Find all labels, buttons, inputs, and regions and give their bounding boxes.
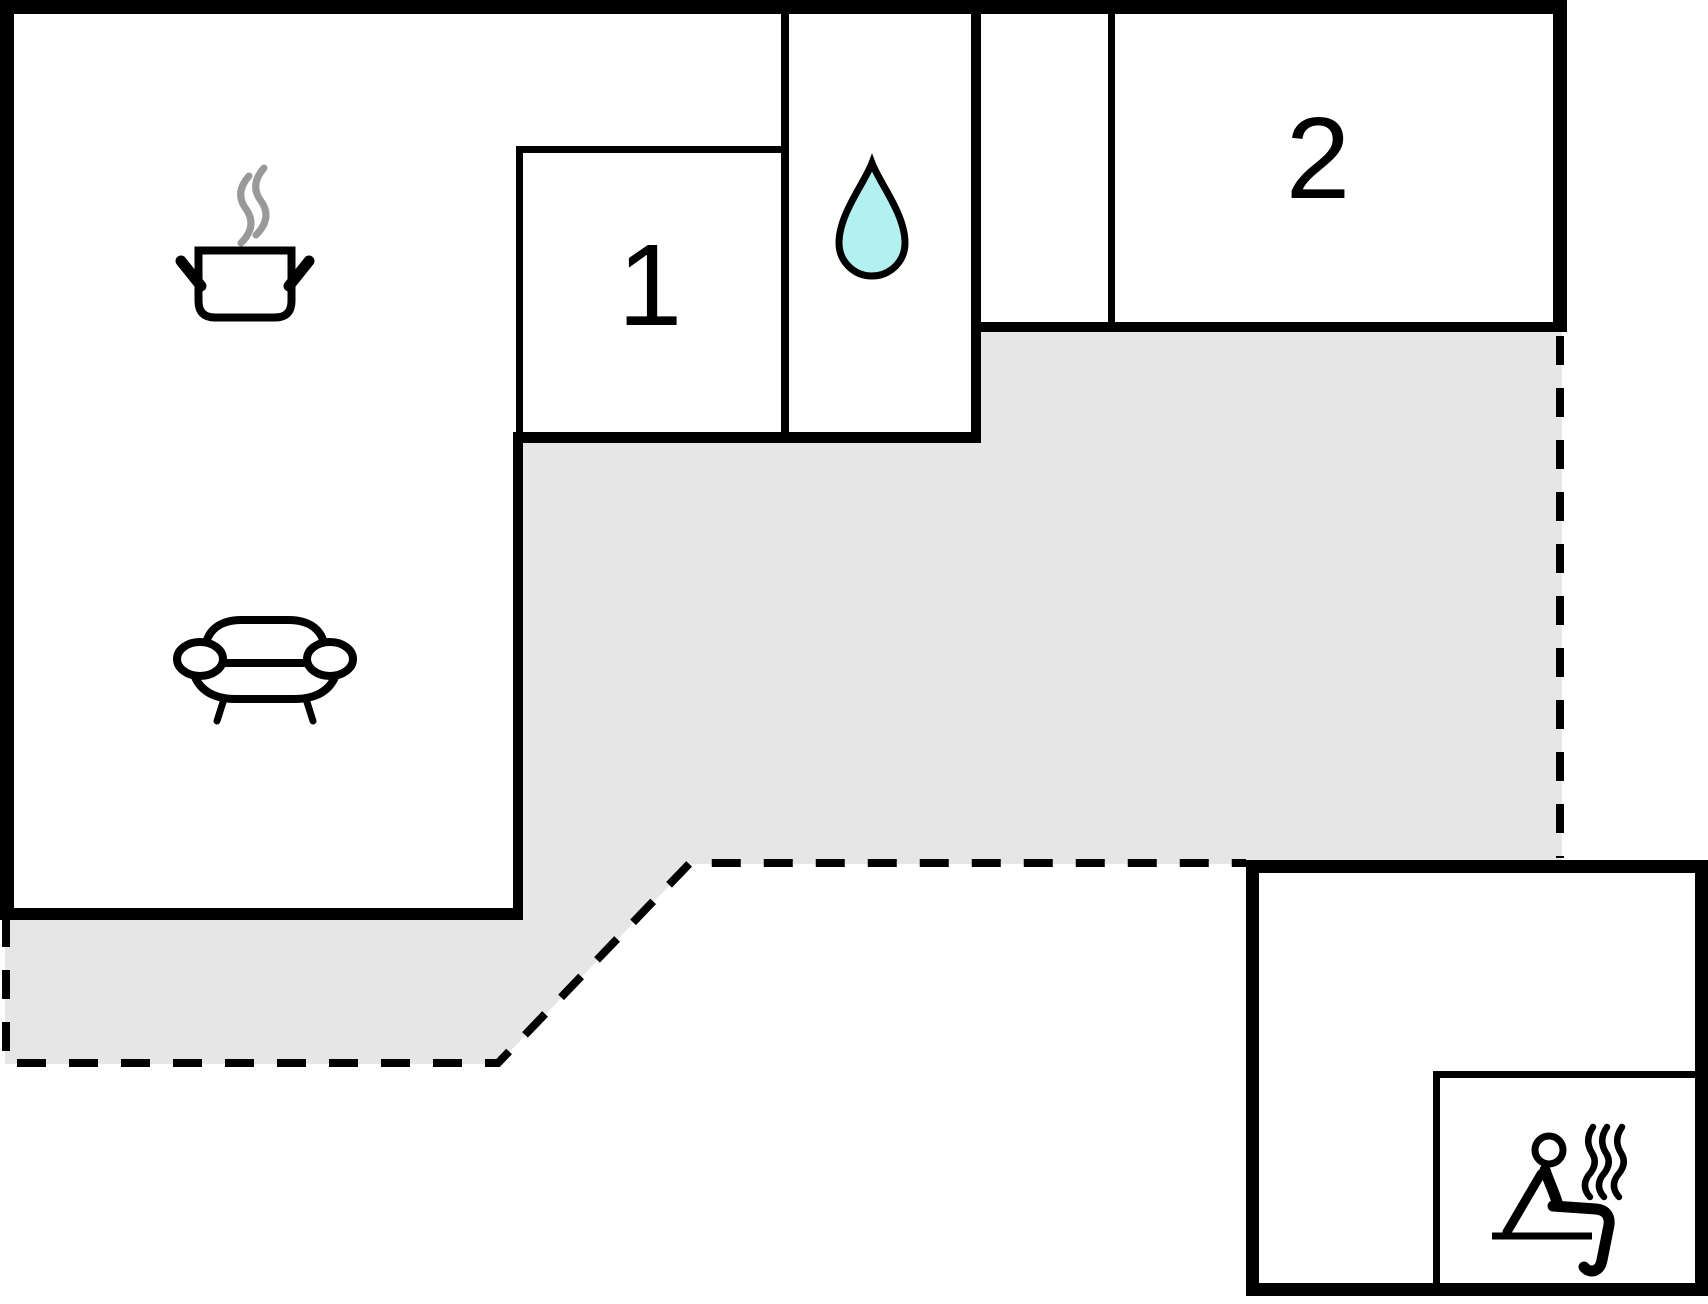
pot-steam-icon (237, 164, 270, 247)
bedroom2-label: 2 (1286, 93, 1351, 223)
wall-outer-left (0, 0, 14, 920)
walls (0, 0, 1567, 920)
sauna-room (1246, 860, 1708, 1296)
sauna-person-icon (1492, 1132, 1615, 1277)
wall-outer-right (1553, 0, 1567, 332)
sauna-cabin-partition (1433, 1071, 1700, 1289)
sauna-steam-icon (1581, 1123, 1627, 1201)
wall-bathroom-left (781, 10, 789, 443)
wall-livingroom-right (513, 432, 523, 920)
wall-bedroom1-bathroom-bottom (513, 432, 981, 443)
terrace-area (5, 326, 1562, 1064)
wall-bedroom1-left (516, 146, 523, 436)
wall-livingroom-bottom (0, 908, 523, 920)
wall-bathroom-right (971, 10, 981, 443)
pot-body (194, 246, 296, 322)
cooking-pot-icon (175, 164, 315, 322)
wall-bedroom2-left (1108, 10, 1115, 322)
bedroom1-label: 1 (618, 220, 683, 350)
wall-bedroom1-top (516, 146, 789, 153)
pot-handles (175, 255, 315, 292)
water-drop-icon (835, 153, 909, 280)
wall-hallway-bedroom2-bottom (971, 322, 1567, 332)
terrace-dashed-boundary-left (2, 859, 1246, 1067)
wall-outer-top (0, 0, 1567, 14)
sofa-icon (173, 616, 357, 725)
